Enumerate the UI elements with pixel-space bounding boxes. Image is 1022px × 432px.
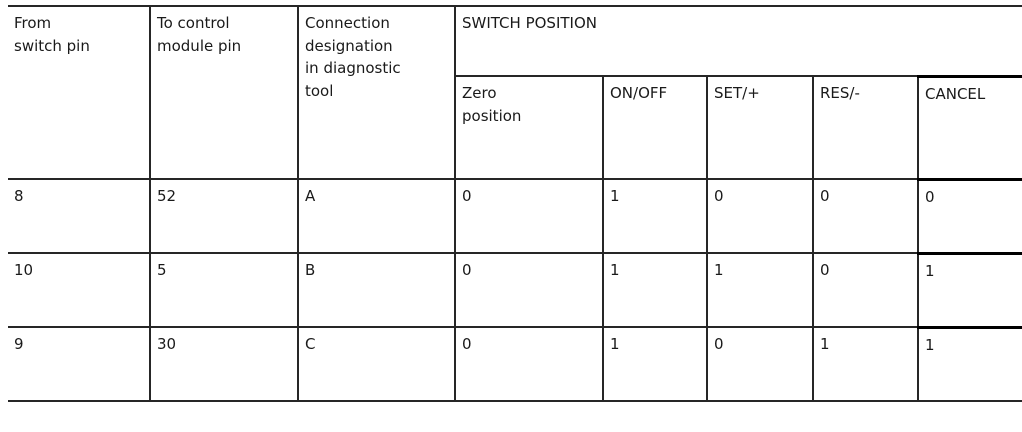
cell-from-switch-pin: 10 bbox=[8, 252, 151, 328]
header-row-main: From switch pin To control module pin Co… bbox=[8, 5, 1022, 180]
cell-res-minus: 0 bbox=[812, 252, 919, 328]
cell-to-module-pin: 5 bbox=[149, 252, 299, 328]
header-set-plus: SET/+ bbox=[706, 75, 814, 180]
cell-zero-position: 0 bbox=[454, 252, 604, 328]
header-row-sub: Zero position ON/OFF SET/+ RES/- CANCEL bbox=[8, 74, 1022, 180]
cell-on-off: 1 bbox=[602, 178, 708, 254]
cell-from-switch-pin: 8 bbox=[8, 178, 151, 254]
cell-set-plus: 1 bbox=[706, 252, 814, 328]
cell-on-off: 1 bbox=[602, 252, 708, 328]
cell-res-minus: 1 bbox=[812, 326, 919, 402]
header-to-control-module-pin: To control module pin bbox=[149, 5, 299, 180]
header-connection-designation: Connection designation in diagnostic too… bbox=[297, 5, 456, 180]
cell-designation: A bbox=[297, 178, 456, 254]
cell-set-plus: 0 bbox=[706, 178, 814, 254]
cell-from-switch-pin: 9 bbox=[8, 326, 151, 402]
cell-set-plus: 0 bbox=[706, 326, 814, 402]
cell-zero-position: 0 bbox=[454, 178, 604, 254]
pin-signal-table: From switch pin To control module pin Co… bbox=[8, 5, 1022, 402]
cell-designation: C bbox=[297, 326, 456, 402]
cell-designation: B bbox=[297, 252, 456, 328]
cell-res-minus: 0 bbox=[812, 178, 919, 254]
header-res-minus: RES/- bbox=[812, 75, 919, 180]
cell-cancel: 1 bbox=[916, 325, 1022, 402]
cell-on-off: 1 bbox=[602, 326, 708, 402]
cell-cancel: 1 bbox=[916, 251, 1022, 328]
table-row: 10 5 B 0 1 1 0 1 bbox=[8, 251, 1022, 328]
header-cancel: CANCEL bbox=[916, 74, 1022, 180]
cell-zero-position: 0 bbox=[454, 326, 604, 402]
header-from-switch-pin: From switch pin bbox=[8, 5, 151, 180]
header-on-off: ON/OFF bbox=[602, 75, 708, 180]
header-zero-position: Zero position bbox=[454, 75, 604, 180]
table-row: 8 52 A 0 1 0 0 0 bbox=[8, 177, 1022, 254]
cell-cancel: 0 bbox=[916, 177, 1022, 254]
cell-to-module-pin: 30 bbox=[149, 326, 299, 402]
cell-to-module-pin: 52 bbox=[149, 178, 299, 254]
table-row: 9 30 C 0 1 0 1 1 bbox=[8, 325, 1022, 402]
pin-signal-table-container: From switch pin To control module pin Co… bbox=[8, 5, 1022, 402]
header-switch-position: SWITCH POSITION bbox=[453, 5, 1022, 77]
